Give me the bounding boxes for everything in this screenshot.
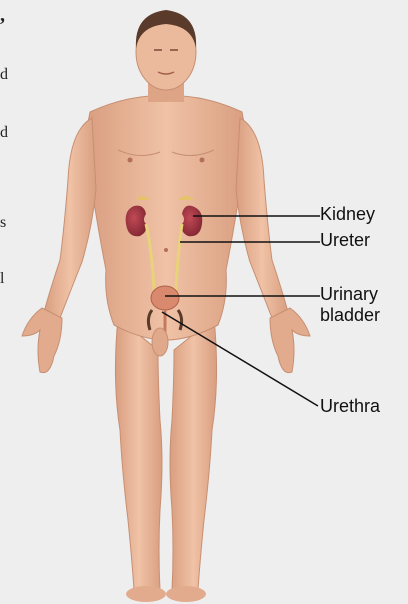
right-foot xyxy=(166,586,206,602)
label-urethra: Urethra xyxy=(320,396,380,417)
urinary-bladder xyxy=(151,286,179,310)
left-hand xyxy=(22,308,62,373)
label-kidney: Kidney xyxy=(320,204,375,225)
right-arm xyxy=(236,118,288,318)
right-leg xyxy=(170,318,217,590)
left-arm xyxy=(44,118,96,318)
left-foot xyxy=(126,586,166,602)
left-leg xyxy=(115,318,162,590)
kidney-left xyxy=(126,206,147,237)
label-urinary-bladder-line2: bladder xyxy=(320,305,380,326)
right-hand xyxy=(270,308,310,373)
label-urinary-bladder-line1: Urinary xyxy=(320,284,378,305)
label-ureter: Ureter xyxy=(320,230,370,251)
